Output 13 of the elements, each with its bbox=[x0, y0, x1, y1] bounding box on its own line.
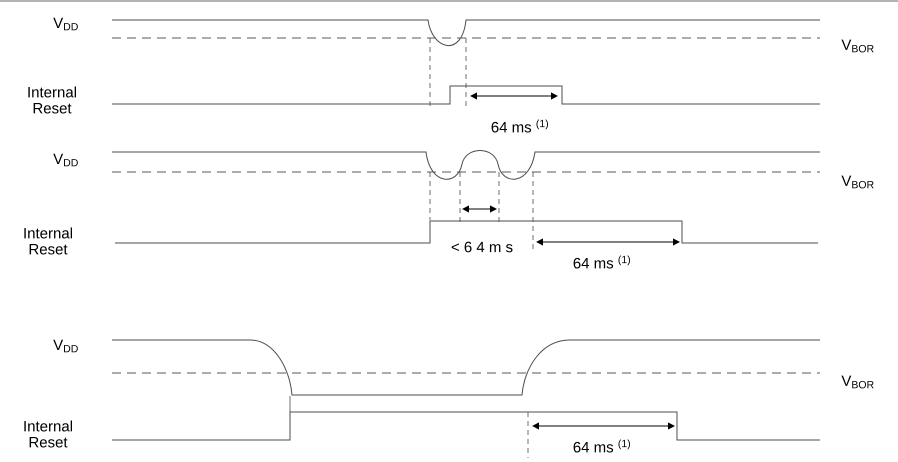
time-label: 64 ms $^{(1)}$ bbox=[572, 438, 632, 454]
signal-label: Internal Reset bbox=[28, 86, 76, 114]
time-label: 64 ms $^{(1)}$ bbox=[572, 254, 632, 270]
threshold-label: V$_{BOR}$ bbox=[841, 176, 874, 188]
signal-label: V$_{DD}$ bbox=[53, 154, 78, 166]
signal-label: V$_{DD}$ bbox=[53, 18, 78, 30]
threshold-label: V$_{BOR}$ bbox=[841, 376, 874, 388]
time-label: < 6 4 m s bbox=[450, 240, 514, 254]
time-label: 64 ms $^{(1)}$ bbox=[490, 118, 550, 134]
threshold-label: V$_{BOR}$ bbox=[841, 40, 874, 52]
signal-label: Internal Reset bbox=[24, 227, 72, 254]
signal-label: Internal Reset bbox=[24, 420, 72, 448]
signal-label: V$_{DD}$ bbox=[53, 340, 78, 352]
